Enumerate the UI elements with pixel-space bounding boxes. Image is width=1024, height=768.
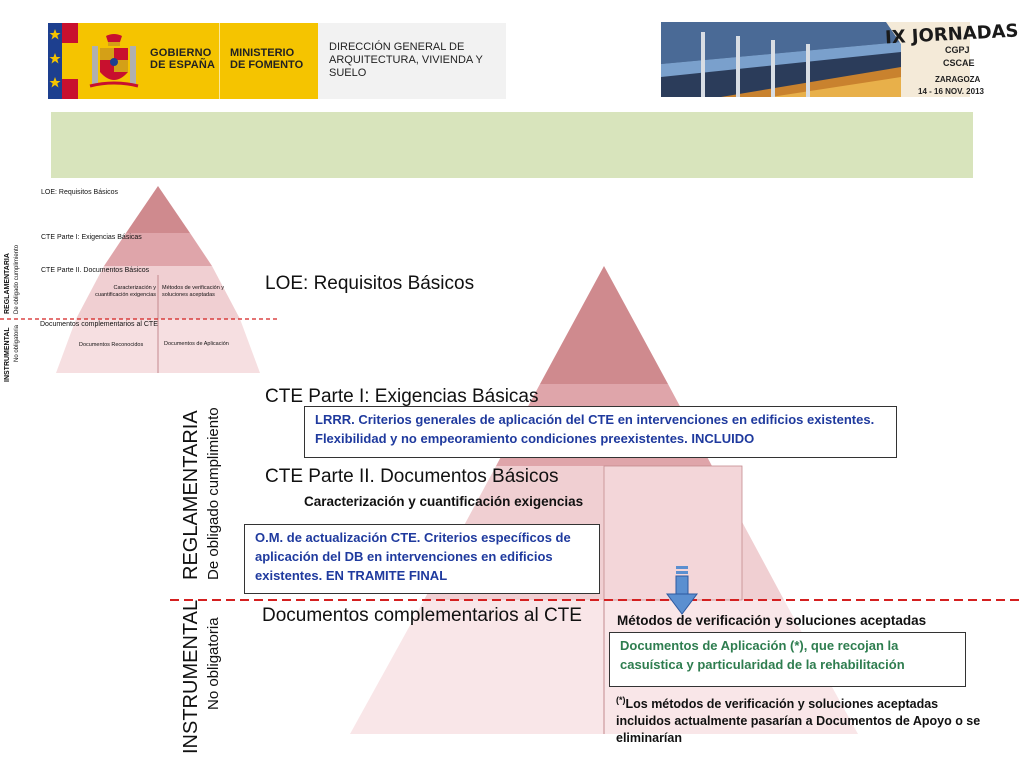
hatched-area <box>603 465 743 601</box>
main-level-4-label: Documentos complementarios al CTE <box>262 605 582 626</box>
directorate-name: DIRECCIÓN GENERAL DE ARQUITECTURA, VIVIE… <box>329 41 483 79</box>
main-level-3-label: CTE Parte II. Documentos Básicos <box>265 466 559 487</box>
lrrr-box: LRRR. Criterios generales de aplicación … <box>304 406 897 458</box>
eu-flag-stripe <box>48 23 78 99</box>
main-side-reglamentaria-sub: De obligado cumplimiento <box>205 407 222 580</box>
small-level-4-left: Documentos Reconocidos <box>79 342 144 348</box>
title-band <box>51 112 973 178</box>
event-org-cgpj: CGPJ <box>945 45 970 55</box>
event-org-cscae: CSCAE <box>943 58 975 68</box>
small-level-1-label: LOE: Requisitos Básicos <box>41 189 119 196</box>
coat-of-arms-icon <box>89 34 139 88</box>
application-docs-box: Documentos de Aplicación (*), que recoja… <box>609 632 966 687</box>
directorate-box <box>318 23 506 99</box>
main-side-instrumental: INSTRUMENTAL <box>180 599 202 754</box>
small-level-2-label: CTE Parte I: Exigencias Básicas <box>41 234 142 241</box>
logo-divider <box>219 23 220 99</box>
down-arrow-icon <box>666 566 698 615</box>
footnote: (*)Los métodos de verificación y solucio… <box>616 692 996 747</box>
methods-label: Métodos de verificación y soluciones ace… <box>617 613 927 628</box>
small-level-3-right: Métodos de verificación y soluciones ace… <box>162 285 225 298</box>
footnote-mark: (*) <box>616 695 626 705</box>
small-level-3-left: Caracterización y cuantificación exigenc… <box>95 285 156 298</box>
main-side-instrumental-sub: No obligatoria <box>205 617 222 710</box>
main-side-reglamentaria: REGLAMENTARIA <box>180 410 202 580</box>
small-level-4-label: Documentos complementarios al CTE <box>40 321 158 328</box>
main-pyramid-tier-1 <box>540 266 668 384</box>
small-pyramid <box>0 186 280 373</box>
event-city: ZARAGOZA <box>935 75 981 84</box>
small-pyramid-tier-2 <box>104 233 212 266</box>
small-level-3-label: CTE Parte II. Documentos Básicos <box>41 267 150 274</box>
event-dates: 14 - 16 NOV. 2013 <box>918 87 984 96</box>
event-banner-image <box>661 22 970 97</box>
main-level-3-sub: Caracterización y cuantificación exigenc… <box>304 494 584 509</box>
small-pyramid-tier-1 <box>126 186 190 233</box>
main-level-2-label: CTE Parte I: Exigencias Básicas <box>265 386 539 407</box>
small-level-4-right: Documentos de Aplicación <box>164 341 229 347</box>
footnote-text: Los métodos de verificación y soluciones… <box>616 697 981 746</box>
om-box: O.M. de actualización CTE. Criterios esp… <box>244 524 600 594</box>
main-level-1-label: LOE: Requisitos Básicos <box>265 273 475 294</box>
